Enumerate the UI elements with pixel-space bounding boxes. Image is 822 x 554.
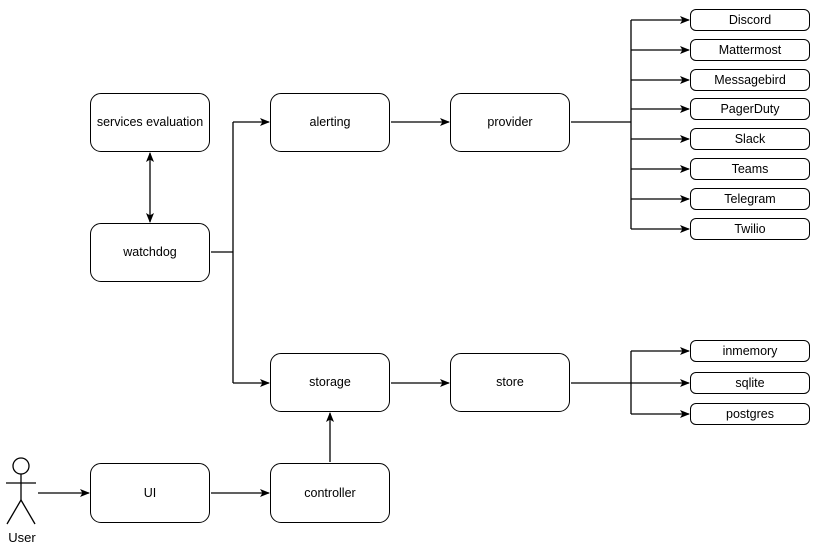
node-watchdog[interactable]: watchdog <box>90 223 210 282</box>
node-provider-teams[interactable]: Teams <box>690 158 810 180</box>
node-provider-twilio[interactable]: Twilio <box>690 218 810 240</box>
node-watchdog-label: watchdog <box>123 245 177 260</box>
node-provider-slack-label: Slack <box>734 131 766 146</box>
node-provider-discord-label: Discord <box>728 12 772 27</box>
node-store-inmemory-label: inmemory <box>722 343 778 358</box>
node-store-postgres[interactable]: postgres <box>690 403 810 425</box>
node-controller-label: controller <box>304 485 356 500</box>
node-alerting-label: alerting <box>309 115 351 130</box>
node-provider-slack[interactable]: Slack <box>690 128 810 150</box>
node-provider-teams-label: Teams <box>731 161 769 176</box>
node-store-inmemory[interactable]: inmemory <box>690 340 810 362</box>
node-store-postgres-label: postgres <box>726 406 774 421</box>
node-provider-discord[interactable]: Discord <box>690 9 810 31</box>
node-store-label: store <box>496 375 524 390</box>
node-storage[interactable]: storage <box>270 353 390 412</box>
node-provider-messagebird-label: Messagebird <box>714 72 786 87</box>
node-provider-mattermost-label: Mattermost <box>718 42 782 57</box>
user-actor-label: User <box>8 530 36 545</box>
node-storage-label: storage <box>309 375 351 390</box>
node-store[interactable]: store <box>450 353 570 412</box>
node-provider-pagerduty[interactable]: PagerDuty <box>690 98 810 120</box>
node-provider[interactable]: provider <box>450 93 570 152</box>
node-provider-messagebird[interactable]: Messagebird <box>690 69 810 91</box>
node-provider-telegram[interactable]: Telegram <box>690 188 810 210</box>
node-store-sqlite-label: sqlite <box>735 375 765 390</box>
node-ui[interactable]: UI <box>90 463 210 523</box>
node-services-evaluation[interactable]: services evaluation <box>90 93 210 152</box>
node-provider-mattermost[interactable]: Mattermost <box>690 39 810 61</box>
node-store-sqlite[interactable]: sqlite <box>690 372 810 394</box>
node-services-evaluation-label: services evaluation <box>96 115 204 130</box>
node-ui-label: UI <box>143 485 157 500</box>
node-provider-label: provider <box>487 115 533 130</box>
node-alerting[interactable]: alerting <box>270 93 390 152</box>
node-controller[interactable]: controller <box>270 463 390 523</box>
node-provider-telegram-label: Telegram <box>724 191 776 206</box>
user-actor-figure <box>6 457 36 525</box>
node-provider-twilio-label: Twilio <box>734 221 766 236</box>
node-provider-pagerduty-label: PagerDuty <box>720 101 780 116</box>
